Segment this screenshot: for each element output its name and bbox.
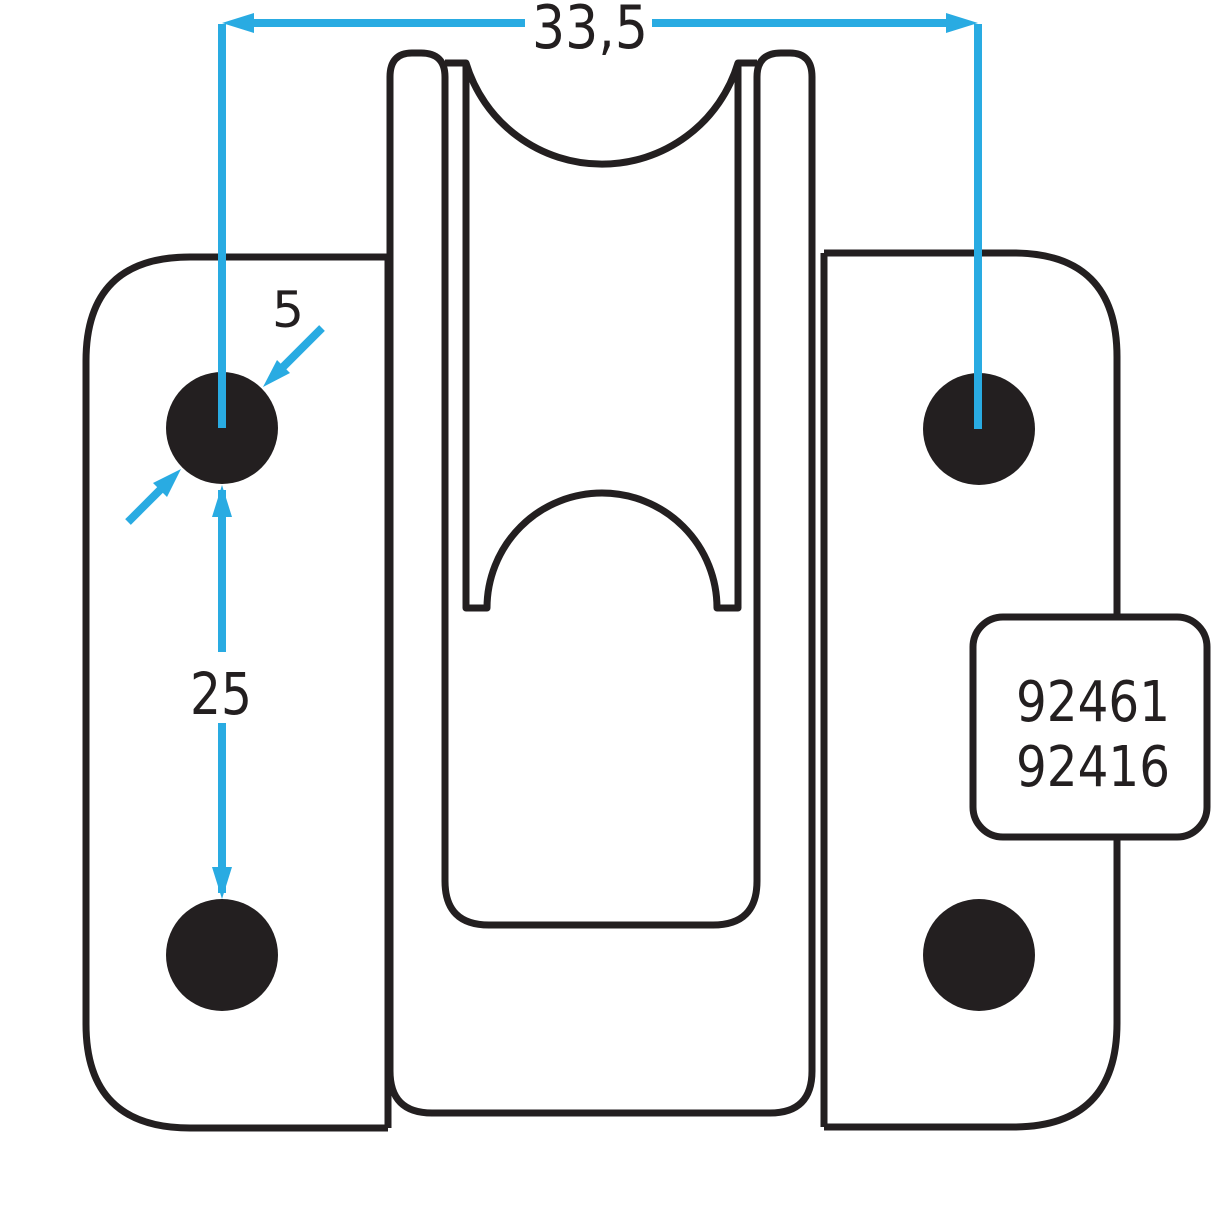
- part-number-1: 92461: [1016, 670, 1170, 735]
- dim-text-33-5: 33,5: [532, 0, 648, 63]
- dim-arrow-33-5-left: [222, 13, 254, 33]
- slot-and-dome-outline: [445, 59, 757, 612]
- dim-arrow-33-5-right: [946, 13, 978, 33]
- center-column-outline: [386, 49, 816, 1117]
- leader-arrow-upper: [263, 360, 290, 387]
- top-arc-cutout: [462, 61, 742, 168]
- leader-arrow-lower: [153, 469, 181, 497]
- label-box-stripe: [1093, 615, 1147, 839]
- label-box: [969, 613, 1211, 841]
- dim-text-25: 25: [190, 660, 252, 728]
- hole-bottom-right: [923, 899, 1035, 1011]
- dim-arrow-25-bottom: [212, 867, 232, 899]
- dim-text-5: 5: [272, 281, 304, 339]
- dim-arrow-25-top: [212, 485, 232, 517]
- inner-cavity-outline: [412, 49, 790, 929]
- part-number-2: 92416: [1016, 735, 1170, 800]
- hole-bottom-left: [166, 899, 278, 1011]
